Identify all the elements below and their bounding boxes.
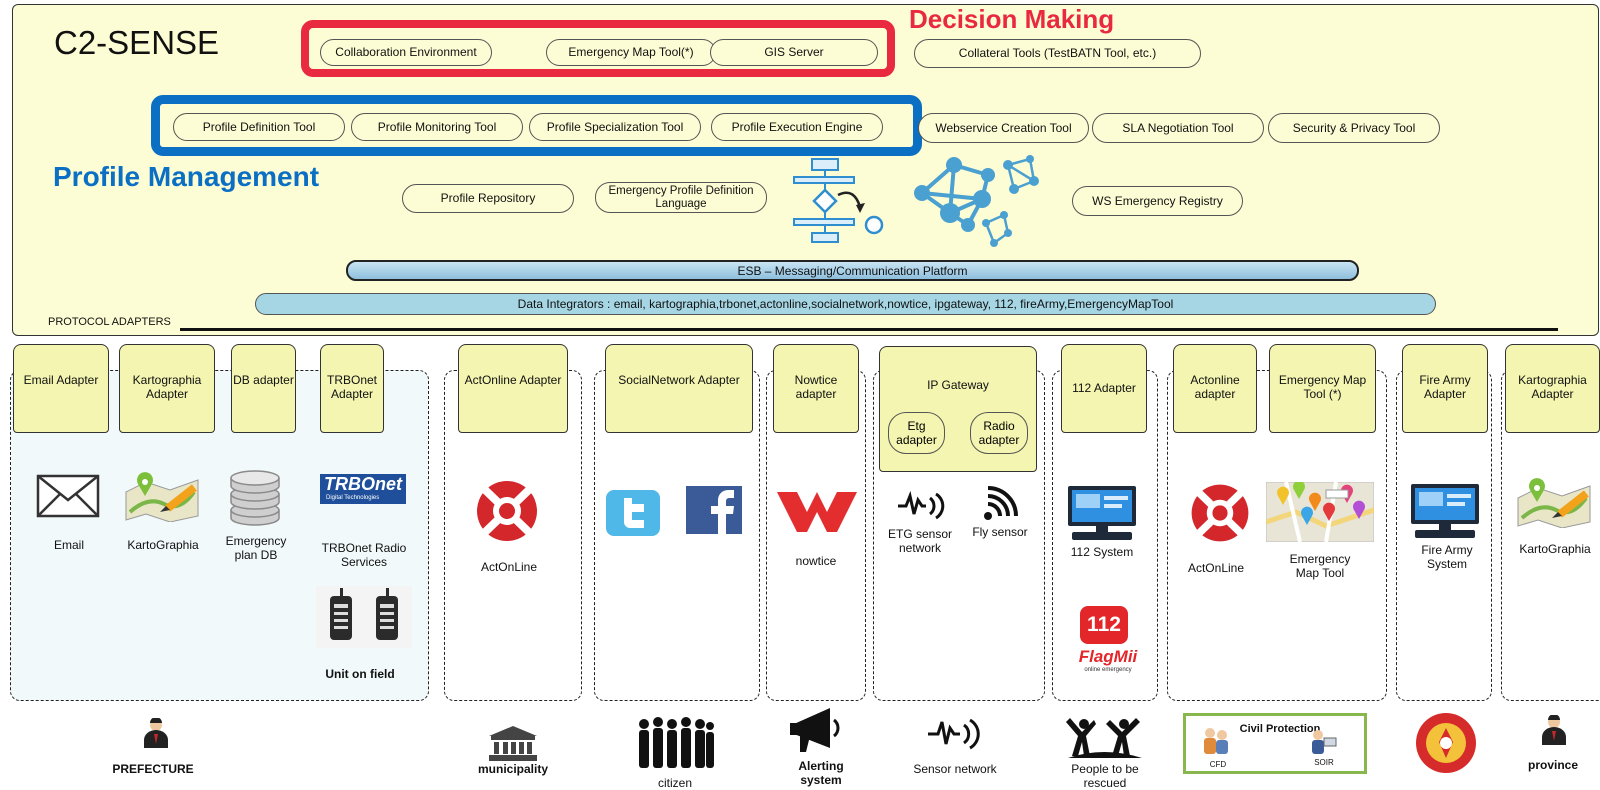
- nowtice-label: nowtice: [795, 554, 837, 568]
- etg-sensor-label: ETG sensor network: [887, 527, 953, 555]
- collateral-tools-pill[interactable]: Collateral Tools (TestBATN Tool, etc.): [914, 39, 1201, 68]
- actonline-label-2: ActOnLine: [1187, 561, 1245, 575]
- flagmii-logo: FlagMii online emergency: [1078, 647, 1138, 674]
- facebook-icon: [686, 486, 742, 534]
- profile-monitoring-tool-pill[interactable]: Profile Monitoring Tool: [351, 113, 523, 141]
- kartographia-adapter[interactable]: Kartographia Adapter: [119, 344, 215, 433]
- webservice-creation-tool-pill[interactable]: Webservice Creation Tool: [918, 113, 1089, 143]
- nowtice-adapter[interactable]: Nowtice adapter: [773, 344, 859, 433]
- profile-definition-tool-pill[interactable]: Profile Definition Tool: [173, 113, 345, 141]
- network-icon: [914, 155, 1039, 247]
- prefecture-label: PREFECTURE: [112, 762, 194, 776]
- actonline-logo-2: [1180, 478, 1260, 548]
- civil-protection-label: Civil Protection: [1239, 723, 1321, 735]
- emergency-map-icon: [1266, 482, 1374, 542]
- sla-negotiation-tool-pill[interactable]: SLA Negotiation Tool: [1092, 113, 1264, 143]
- collaboration-environment-pill[interactable]: Collaboration Environment: [320, 39, 492, 66]
- data-integrators-label: Data Integrators : email, kartographia,t…: [517, 297, 1174, 311]
- decision-making-title: Decision Making: [909, 4, 1115, 34]
- radio-adapter[interactable]: Radio adapter: [970, 412, 1028, 454]
- 112-system-label: 112 System: [1070, 545, 1134, 559]
- data-integrators-bar: [255, 293, 1436, 315]
- province-label: province: [1527, 758, 1578, 772]
- nowtice-logo: [775, 488, 859, 536]
- municipality-label: municipality: [477, 762, 548, 776]
- ip-gateway-label: IP Gateway: [927, 378, 989, 392]
- kartographia-map-icon-2: [1517, 478, 1591, 528]
- actonline-label: ActOnLine: [480, 560, 538, 574]
- security-privacy-tool-pill[interactable]: Security & Privacy Tool: [1268, 113, 1440, 143]
- soir-people-icon: [1312, 730, 1337, 754]
- actonline-logo: [465, 474, 549, 548]
- envelope-icon: [36, 474, 100, 518]
- trbonet-adapter[interactable]: TRBOnet Adapter: [320, 344, 384, 433]
- 112-adapter[interactable]: 112 Adapter: [1061, 344, 1147, 433]
- province-person-icon: [1542, 715, 1566, 745]
- citizen-label: citizen: [657, 776, 692, 790]
- db-adapter[interactable]: DB adapter: [231, 344, 296, 433]
- email-label: Email: [53, 538, 84, 552]
- 112-system-monitor-icon: [1068, 486, 1136, 540]
- etg-sensor-icon: [898, 490, 945, 520]
- profile-specialization-tool-pill[interactable]: Profile Specialization Tool: [529, 113, 701, 141]
- actonline-adapter[interactable]: ActOnline Adapter: [458, 344, 568, 433]
- citizen-crowd-icon: [639, 717, 714, 768]
- emergency-map-label: Emergency Map Tool: [1289, 552, 1351, 580]
- kartographia-label-2: KartoGraphia: [1519, 542, 1591, 556]
- trbonet-label: TRBOnet Radio Services: [321, 541, 407, 569]
- trbonet-logo: TRBOnet Digital Technologies: [320, 474, 406, 504]
- 112-badge-icon: 112: [1080, 606, 1128, 644]
- flowchart-icon: [793, 158, 884, 243]
- cfd-label: CFD: [1209, 760, 1227, 769]
- protocol-adapters-label: PROTOCOL ADAPTERS: [48, 316, 171, 328]
- emergency-profile-language-pill[interactable]: Emergency Profile Definition Language: [595, 182, 767, 213]
- page-title: C2-SENSE: [54, 24, 220, 61]
- people-label: People to be rescued: [1071, 762, 1139, 790]
- cfd-people-icon: [1204, 728, 1228, 754]
- unit-on-field-label: Unit on field: [325, 667, 395, 681]
- email-adapter[interactable]: Email Adapter: [13, 344, 109, 433]
- database-icon: [230, 470, 280, 526]
- gis-server-pill[interactable]: GIS Server: [710, 39, 878, 66]
- fire-army-label: Fire Army System: [1421, 543, 1473, 571]
- fire-army-adapter[interactable]: Fire Army Adapter: [1402, 344, 1488, 433]
- profile-management-title: Profile Management: [53, 161, 320, 192]
- kartographia-adapter-2[interactable]: Kartographia Adapter: [1505, 344, 1600, 433]
- etg-adapter[interactable]: Etg adapter: [888, 412, 945, 454]
- ws-emergency-registry-pill[interactable]: WS Emergency Registry: [1072, 186, 1243, 216]
- emergency-map-tool-adapter[interactable]: Emergency Map Tool (*): [1269, 344, 1376, 433]
- twitter-icon: [606, 490, 660, 536]
- profile-repository-pill[interactable]: Profile Repository: [402, 184, 574, 213]
- socialnetwork-adapter[interactable]: SocialNetwork Adapter: [605, 344, 753, 433]
- fly-sensor-icon: [978, 484, 1024, 524]
- megaphone-icon: [790, 708, 840, 752]
- emergency-map-tool-pill[interactable]: Emergency Map Tool(*): [546, 39, 716, 66]
- sensor-network-icon: [928, 718, 980, 750]
- municipality-building-icon: [489, 726, 537, 761]
- fly-sensor-label: Fly sensor: [972, 525, 1028, 539]
- people-rescue-icon: [1066, 718, 1142, 758]
- emergency-db-label: Emergency plan DB: [225, 534, 287, 562]
- esb-label: ESB – Messaging/Communication Platform: [737, 264, 968, 278]
- fire-army-monitor-icon: [1411, 484, 1479, 538]
- profile-execution-engine-pill[interactable]: Profile Execution Engine: [711, 113, 883, 141]
- kartographia-label: KartoGraphia: [127, 538, 199, 552]
- sensor-label: Sensor network: [913, 762, 997, 776]
- radio-handset-icon: [316, 586, 412, 648]
- alerting-label: Alerting system: [798, 759, 844, 787]
- actonline-adapter-2[interactable]: Actonline adapter: [1173, 344, 1257, 433]
- esb-bar: [346, 260, 1359, 281]
- fire-brigade-emblem-icon: [1416, 713, 1476, 773]
- soir-label: SOIR: [1314, 758, 1334, 767]
- kartographia-map-icon: [125, 472, 199, 522]
- protocol-adapters-line: [180, 328, 1558, 331]
- prefecture-person-icon: [144, 718, 168, 748]
